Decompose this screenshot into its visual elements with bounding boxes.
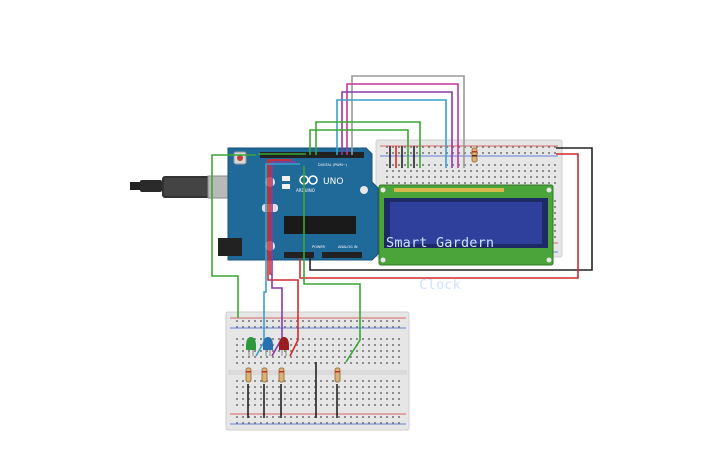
arduino-analog-label: ANALOG IN [338,245,358,249]
bottom-breadboard[interactable] [225,311,410,431]
lcd-data-wires[interactable] [309,75,465,168]
ground-jumpers [247,362,338,418]
lcd-line-2: Clock [386,277,461,293]
lcd-module[interactable] [378,184,554,266]
arduino-digital-label: DIGITAL (PWM~) [318,163,348,167]
red-led[interactable] [279,337,289,356]
green-led[interactable] [246,337,256,356]
power-wires[interactable] [211,147,593,318]
led-resistors[interactable] [245,367,341,383]
top-resistor[interactable] [471,147,478,163]
led-signal-wires[interactable] [255,159,361,363]
arduino-brand-label: ARDUINO [296,188,315,193]
arduino-model-label: UNO [323,177,343,187]
lcd-display-text: Smart Gardern Clock [386,208,546,292]
blue-led[interactable] [263,337,273,356]
arduino-power-label: POWER [312,245,326,249]
usb-cable[interactable] [130,175,229,199]
top-breadboard-jumpers [389,146,415,168]
lcd-line-1: Smart Gardern [386,235,495,251]
